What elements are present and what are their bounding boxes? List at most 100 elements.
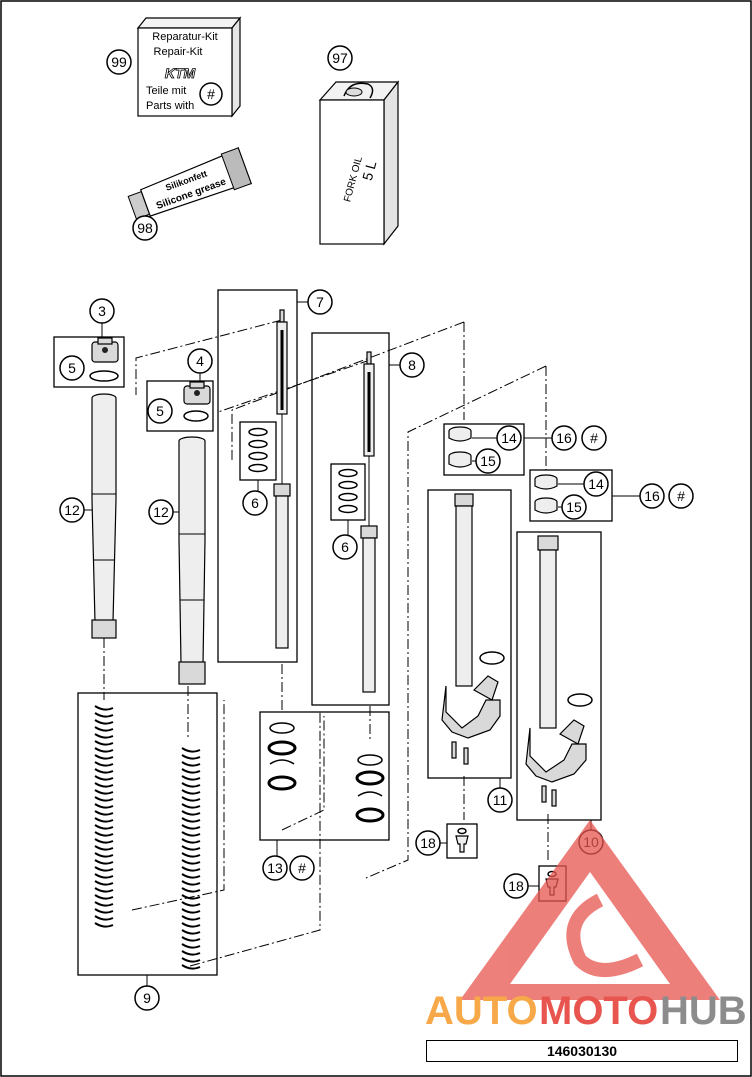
group-box-16a: [443, 423, 525, 476]
kit-label-line4: Parts with: [146, 100, 194, 112]
callout-9: 9: [134, 985, 160, 1011]
callout-11: 11: [487, 787, 513, 813]
svg-text:5: 5: [156, 403, 164, 419]
cartridge-7: [273, 309, 291, 649]
catalog-number: 146030130: [426, 1040, 738, 1062]
bleeder-valve-18a: [455, 827, 469, 853]
screw-cap-4: [183, 381, 211, 405]
callout-4: 4: [187, 348, 213, 374]
ktm-logo: KTM: [165, 65, 196, 81]
svg-text:8: 8: [408, 357, 416, 373]
watermark-auto: AUTO: [425, 989, 538, 1033]
callout-15a: 15: [475, 448, 501, 474]
callout-12a: 12: [59, 497, 85, 523]
svg-text:#: #: [677, 488, 685, 504]
fork-oil-volume: 5 L: [359, 159, 380, 182]
callout-8: 8: [399, 352, 425, 378]
callout-18b: 18: [503, 873, 529, 899]
watermark-logo: [460, 820, 720, 1000]
svg-text:14: 14: [501, 430, 517, 446]
group-box-3: [53, 336, 125, 388]
screw-cap-3: [91, 337, 119, 363]
svg-text:14: 14: [588, 476, 604, 492]
watermark-hub: HUB: [660, 989, 747, 1033]
svg-text:16: 16: [644, 488, 660, 504]
callout-5a: 5: [59, 355, 85, 381]
group-box-6b: [330, 463, 366, 521]
svg-text:7: 7: [316, 294, 324, 310]
group-box-10: [516, 531, 602, 821]
group-box-8: [311, 332, 390, 706]
seal-kit-13: [267, 722, 385, 823]
svg-text:#: #: [590, 430, 598, 446]
svg-text:3: 3: [98, 303, 106, 319]
callout-14b: 14: [583, 471, 609, 497]
callout-14a: 14: [496, 425, 522, 451]
kit-hash-marker: #: [199, 82, 223, 106]
silicone-grease-tube: Silikonfett Silicone grease: [127, 147, 253, 220]
svg-text:99: 99: [111, 54, 127, 70]
outer-fork-tube-12a: [91, 393, 117, 639]
svg-text:9: 9: [143, 990, 151, 1006]
o-ring-5a: [89, 370, 119, 382]
callout-99: 99: [106, 49, 132, 75]
svg-text:15: 15: [480, 453, 496, 469]
watermark-moto: MOTO: [539, 989, 658, 1033]
bushing-15b: [534, 497, 558, 514]
callout-15b: 15: [561, 494, 587, 520]
callout-16a: 16: [551, 425, 577, 451]
reference-lines: [103, 319, 549, 967]
svg-text:12: 12: [64, 502, 80, 518]
cartridge-8: [360, 351, 378, 693]
watermark-triangle-icon: [460, 820, 720, 1000]
inner-fork-tube-11: [441, 493, 505, 765]
svg-text:#: #: [207, 86, 215, 102]
callout-97: 97: [327, 45, 353, 71]
shim-rings-6b: [338, 468, 358, 514]
inner-fork-tube-10: [525, 535, 593, 807]
svg-text:15: 15: [566, 499, 582, 515]
callout-6a: 6: [242, 490, 268, 516]
bushing-14b: [534, 474, 558, 490]
callout-12b: 12: [148, 499, 174, 525]
fork-oil-can: FORK OIL 5 L: [318, 80, 400, 246]
kit-label-line2: Repair-Kit: [154, 46, 203, 58]
outer-fork-tube-12b: [178, 436, 206, 685]
svg-text:12: 12: [153, 504, 169, 520]
svg-text:11: 11: [493, 792, 508, 808]
svg-text:#: #: [298, 860, 306, 876]
callout-13: 13: [262, 855, 288, 881]
svg-text:97: 97: [332, 50, 348, 66]
group-box-11: [427, 489, 512, 779]
watermark-text: AUTO MOTO HUB: [425, 989, 747, 1033]
group-box-4: [146, 380, 214, 432]
svg-text:6: 6: [251, 495, 259, 511]
group-box-13: [259, 711, 390, 841]
svg-text:18: 18: [420, 835, 436, 851]
fork-spring-9b: [181, 747, 201, 970]
callout-18a: 18: [415, 830, 441, 856]
svg-text:5: 5: [68, 360, 76, 376]
group-box-7: [217, 289, 298, 663]
svg-text:13: 13: [267, 860, 283, 876]
hash-marker-13: #: [289, 855, 315, 881]
bushing-15a: [448, 451, 472, 468]
shim-rings-6a: [248, 427, 268, 473]
callout-7: 7: [307, 289, 333, 315]
kit-label-line1: Reparatur-Kit: [152, 31, 217, 43]
callout-5b: 5: [147, 398, 173, 424]
kit-label-line3: Teile mit: [146, 85, 186, 97]
o-ring-5b: [183, 410, 209, 422]
svg-text:4: 4: [196, 353, 204, 369]
fork-spring-9a: [94, 705, 114, 928]
hash-marker-16b: #: [668, 483, 694, 509]
hash-marker-16a: #: [581, 425, 607, 451]
callout-98: 98: [132, 215, 158, 241]
svg-text:16: 16: [556, 430, 572, 446]
svg-text:18: 18: [508, 878, 524, 894]
repair-kit-box: Reparatur-Kit Repair-Kit KTM Teile mit P…: [136, 16, 242, 118]
svg-text:98: 98: [137, 220, 153, 236]
callout-6b: 6: [332, 534, 358, 560]
